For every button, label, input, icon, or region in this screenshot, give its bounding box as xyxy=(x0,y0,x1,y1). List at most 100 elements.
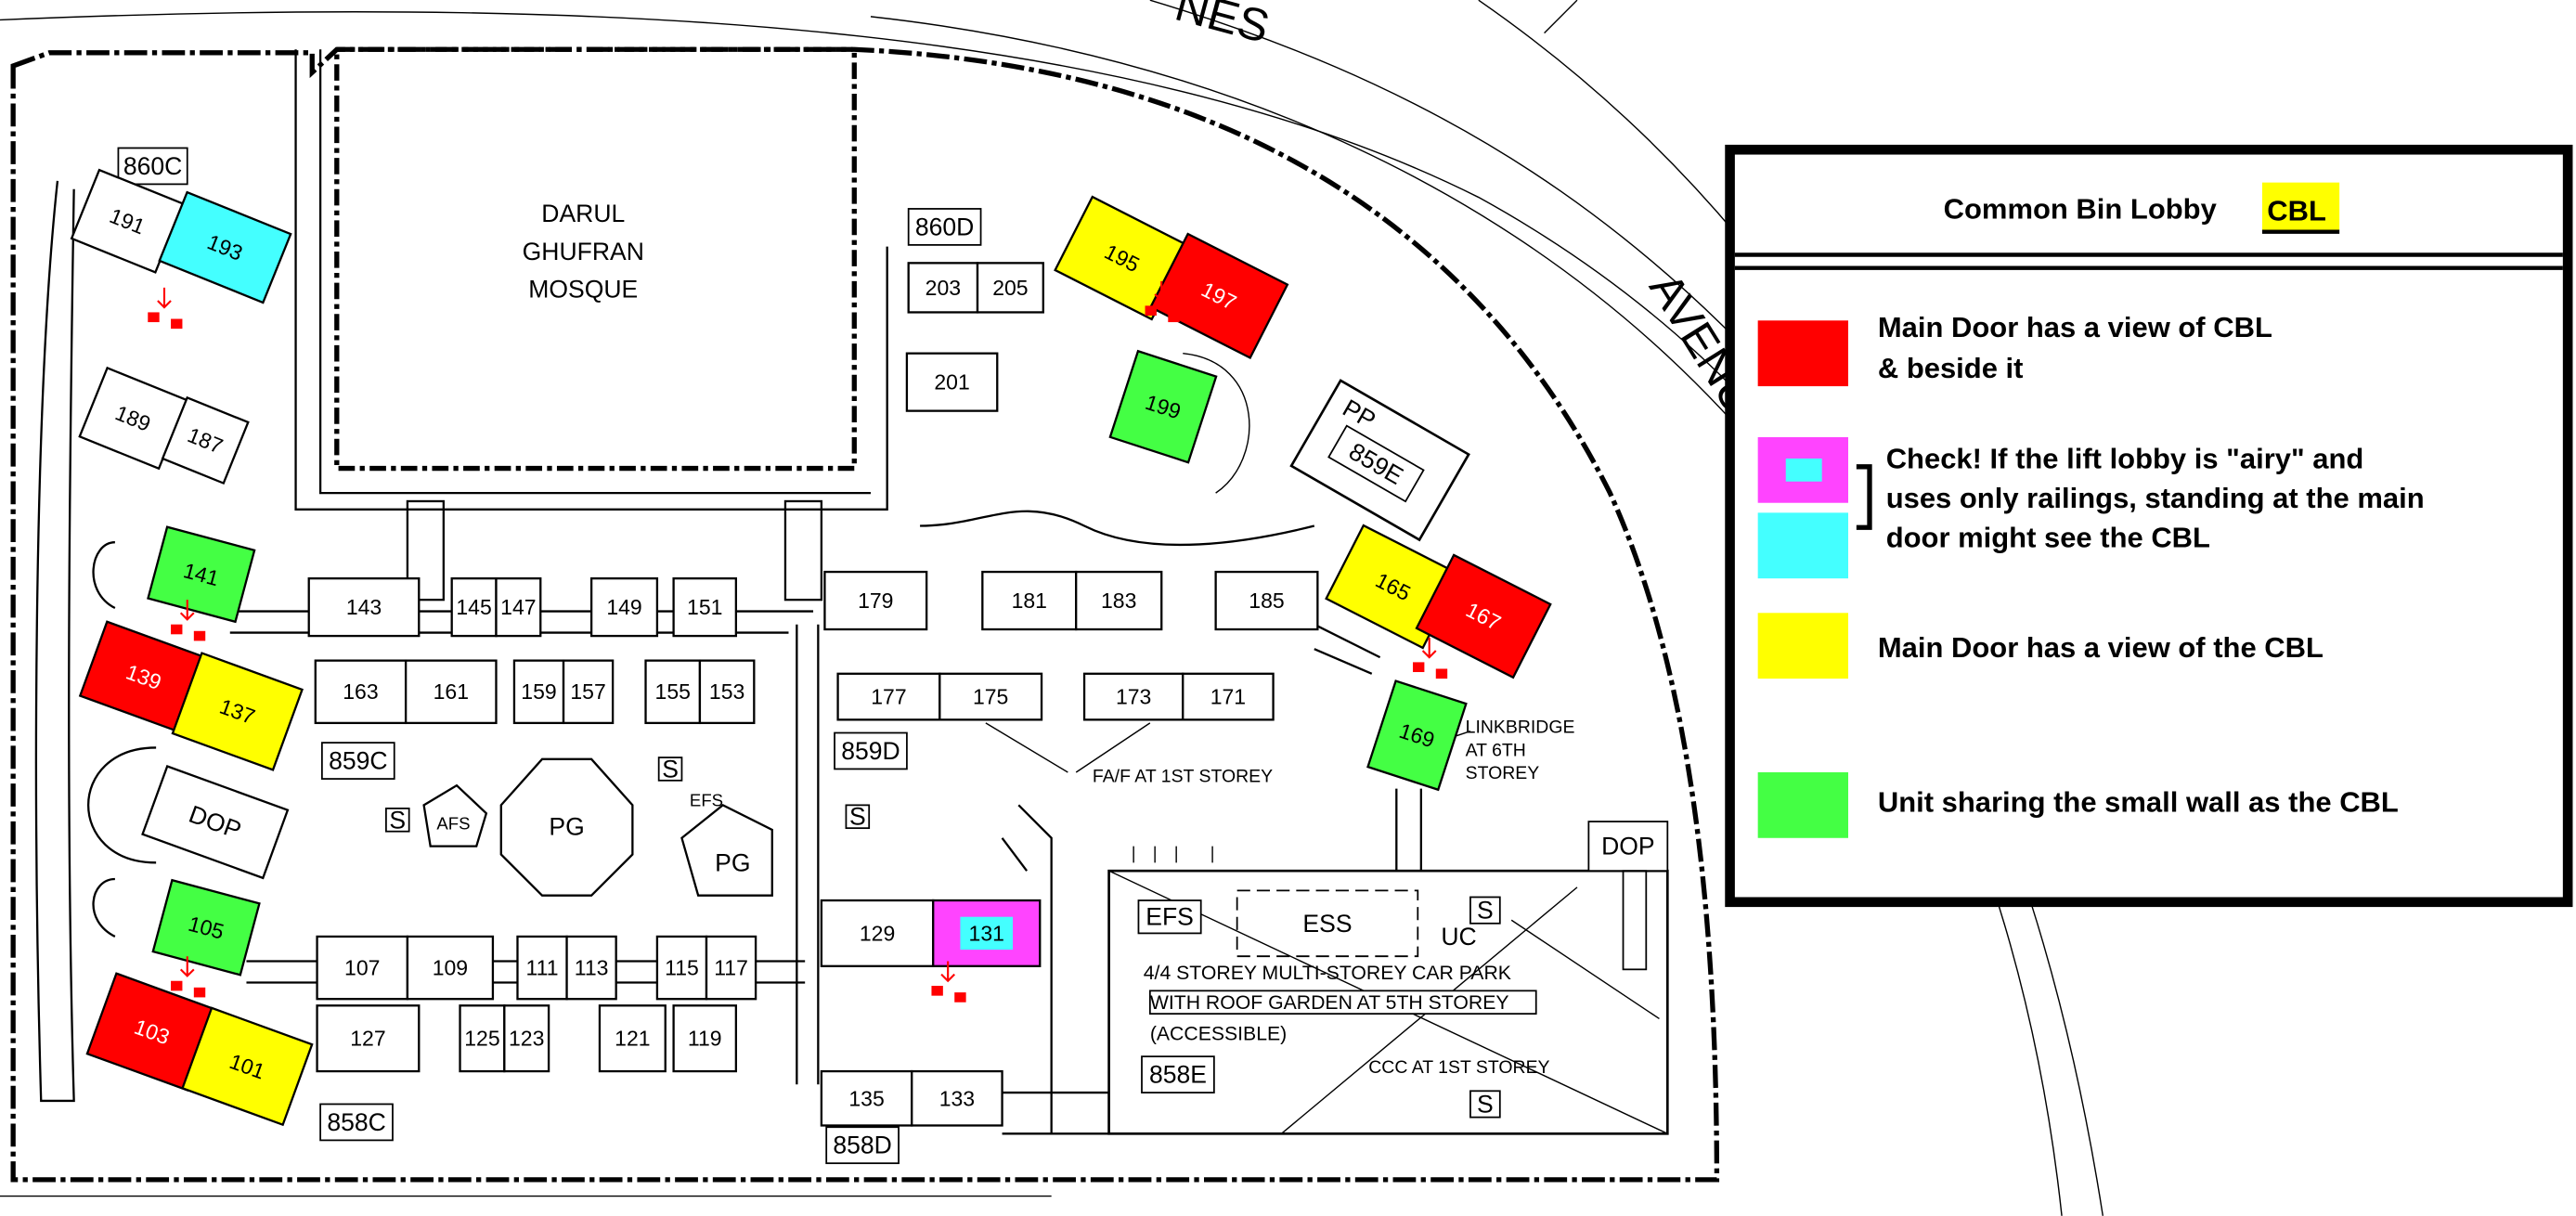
unit-181: 181 xyxy=(981,570,1078,631)
linkbridge-label: STOREY xyxy=(1466,763,1540,783)
unit-inner-highlight xyxy=(960,916,1014,951)
unit-127: 127 xyxy=(316,1004,421,1073)
unit-number: 171 xyxy=(1210,685,1246,709)
cbl-bin-icon xyxy=(148,287,183,330)
street-label-top: NES xyxy=(1170,0,1275,53)
unit-shape xyxy=(404,659,498,725)
unit-187: 187 xyxy=(161,395,250,485)
unit-number: 205 xyxy=(992,276,1028,300)
amenities: PG PG AFS EFS S S S LINKBRIDGE AT 6TH ST… xyxy=(385,718,1574,897)
unit-185: 185 xyxy=(1214,570,1319,631)
unit-number: 153 xyxy=(709,679,744,704)
efs-label: EFS xyxy=(690,791,723,810)
block-label: 858C xyxy=(327,1108,385,1136)
unit-129: 129 xyxy=(820,899,935,967)
legend-item-label: Main Door has a view of CBL xyxy=(1878,311,2272,343)
unit-shape xyxy=(976,262,1044,314)
s-marker: S xyxy=(1477,1090,1494,1118)
unit-153: 153 xyxy=(698,659,756,725)
unit-shape xyxy=(1108,349,1218,464)
unit-number: 173 xyxy=(1116,685,1151,709)
legend-swatch-green xyxy=(1757,771,1848,838)
unit-115: 115 xyxy=(655,935,708,1001)
unit-149: 149 xyxy=(589,576,659,638)
unit-139: 139 xyxy=(78,620,209,734)
unit-shape xyxy=(655,935,708,1001)
car-park: ESS EFS UC S S 4/4 STOREY MULTI-STOREY C… xyxy=(1107,821,1669,1135)
legend-cbl-tag-bg xyxy=(2261,182,2340,230)
unit-number: 157 xyxy=(570,679,605,704)
unit-number: 151 xyxy=(687,595,722,619)
unit-205: 205 xyxy=(976,262,1044,314)
unit-107: 107 xyxy=(316,935,409,1001)
unit-173: 173 xyxy=(1082,672,1184,721)
unit-199: 199 xyxy=(1108,349,1218,464)
mosque-label: DARUL xyxy=(541,200,625,227)
unit-177: 177 xyxy=(836,672,941,721)
unit-shape xyxy=(938,672,1043,721)
unit-number: 163 xyxy=(343,679,378,704)
block-label: 858D xyxy=(833,1132,891,1159)
block-label: 858E xyxy=(1149,1061,1207,1089)
unit-141: 141 xyxy=(147,525,256,624)
unit-number: 129 xyxy=(860,921,895,945)
unit-number: 145 xyxy=(456,595,491,619)
legend-title: Common Bin Lobby xyxy=(1944,193,2218,226)
unit-shape xyxy=(1075,570,1163,631)
unit-shape xyxy=(161,395,250,485)
unit-shape xyxy=(158,190,292,304)
unit-119: 119 xyxy=(672,1004,738,1073)
legend-item-label: Check! If the lift lobby is "airy" and xyxy=(1886,443,2364,475)
unit-shape xyxy=(147,525,256,624)
unit-shape xyxy=(672,576,738,638)
unit-shape xyxy=(450,576,498,638)
block-labels: 860C 860D 859C 859D PP 859E 858C 858D DO… xyxy=(117,147,1470,1165)
unit-121: 121 xyxy=(598,1004,667,1073)
unit-shape xyxy=(516,935,568,1001)
cbl-bin-icon xyxy=(171,600,206,641)
unit-147: 147 xyxy=(495,576,542,638)
block-label: 860C xyxy=(123,152,182,180)
s-marker: S xyxy=(389,806,406,834)
unit-number: 177 xyxy=(871,685,906,709)
unit-number: 107 xyxy=(344,956,380,980)
pg-label: PG xyxy=(549,812,584,840)
unit-shape xyxy=(503,1004,550,1073)
s-marker: S xyxy=(849,803,866,831)
car-park-label: (ACCESSIBLE) xyxy=(1150,1023,1287,1044)
unit-shape xyxy=(820,1069,913,1127)
unit-number: 113 xyxy=(575,956,609,980)
legend-cbl-tag: CBL xyxy=(2267,194,2326,226)
unit-109: 109 xyxy=(406,935,495,1001)
unit-135: 135 xyxy=(820,1069,913,1127)
afs-label: AFS xyxy=(436,813,470,833)
unit-145: 145 xyxy=(450,576,498,638)
unit-105: 105 xyxy=(151,878,261,977)
legend: Common Bin Lobby CBL Main Door has a vie… xyxy=(1725,144,2573,908)
unit-197: 197 xyxy=(1148,232,1289,360)
car-park-label: 4/4 STOREY MULTI-STOREY CAR PARK xyxy=(1144,963,1511,984)
legend-swatch-yellow xyxy=(1757,613,1848,679)
unit-shape xyxy=(1366,679,1468,792)
unit-shape xyxy=(1415,553,1552,679)
s-marker: S xyxy=(662,755,679,783)
unit-103: 103 xyxy=(85,972,218,1092)
unit-shape xyxy=(905,352,999,412)
unit-159: 159 xyxy=(512,659,565,725)
unit-shape xyxy=(1148,232,1289,360)
unit-171: 171 xyxy=(1182,672,1275,721)
legend-item-label: door might see the CBL xyxy=(1886,522,2210,554)
cbl-bin-icon xyxy=(931,961,966,1003)
unit-shape xyxy=(598,1004,667,1073)
unit-shape xyxy=(589,576,659,638)
unit-shape xyxy=(907,262,979,314)
unit-shape xyxy=(151,878,261,977)
unit-191: 191 xyxy=(70,168,185,274)
legend-item-label: Main Door has a view of the CBL xyxy=(1878,631,2324,664)
unit-shape xyxy=(565,935,617,1001)
unit-number: 143 xyxy=(346,595,382,619)
unit-number: 185 xyxy=(1249,589,1284,613)
unit-number: 111 xyxy=(526,956,559,980)
